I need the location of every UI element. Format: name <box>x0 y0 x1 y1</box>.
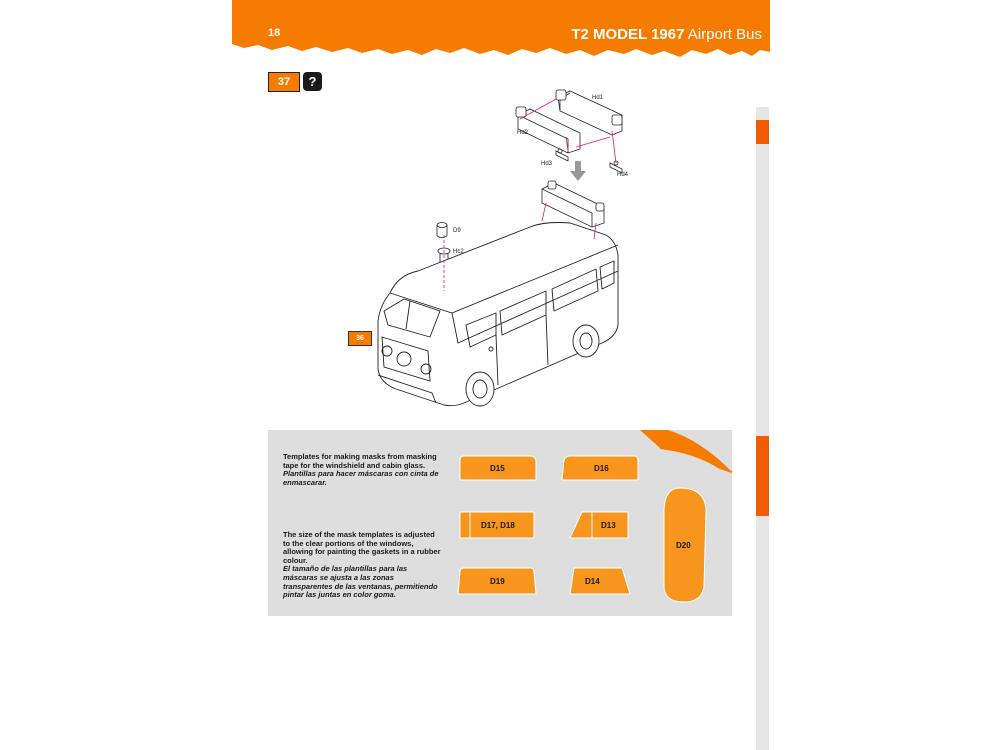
label-d17-d18: D17, D18 <box>481 521 515 530</box>
title-variant: Airport Bus <box>687 26 762 43</box>
template-d15 <box>459 455 537 481</box>
template-d20 <box>663 487 707 603</box>
mask-text-en-1: Templates for making masks from masking … <box>283 452 437 470</box>
label-d16: D16 <box>594 464 609 473</box>
section-tab-bottom <box>756 436 769 516</box>
mask-template-shapes <box>457 455 707 603</box>
panel-corner-curl <box>640 430 733 473</box>
assembly-guides <box>443 98 617 291</box>
roof-rack-assembled <box>541 180 605 228</box>
template-d13 <box>569 511 629 539</box>
help-icon[interactable]: ? <box>303 72 322 91</box>
roof-rack-part-hd3 <box>555 148 569 162</box>
label-hd4: Hd4 <box>617 172 629 178</box>
label-hc2: Hc2 <box>453 249 464 255</box>
label-hd1: Hd1 <box>592 95 604 101</box>
header-brush-stroke <box>232 0 770 57</box>
header-band <box>232 0 770 64</box>
label-hd2: Hd2 <box>517 130 529 136</box>
roof-rack-part-hd4 <box>609 160 623 174</box>
mask-instructions-2: The size of the mask templates is adjust… <box>283 530 443 600</box>
label-d9: D9 <box>453 228 461 234</box>
van-body <box>377 222 619 407</box>
template-d17-d18 <box>459 511 535 539</box>
roof-rack-part-hd1 <box>555 89 623 136</box>
label-d20: D20 <box>676 541 691 550</box>
label-d15: D15 <box>490 464 505 473</box>
assembly-diagram <box>377 89 623 407</box>
page-title: T2 MODEL 1967 Airport Bus <box>571 26 762 43</box>
mask-instructions-1: Templates for making masks from masking … <box>283 452 443 487</box>
label-hd3: Hd3 <box>541 161 553 167</box>
step-number-badge: 37 <box>268 72 300 92</box>
label-d19: D19 <box>490 577 505 586</box>
mask-text-es-2: El tamaño de las plantillas para las más… <box>283 564 438 600</box>
section-tab-top <box>756 120 769 144</box>
template-d19 <box>457 567 537 595</box>
label-d13: D13 <box>601 521 616 530</box>
title-model: T2 MODEL 1967 <box>571 26 685 43</box>
mask-text-es-1: Plantillas para hacer máscaras con cinta… <box>283 469 439 487</box>
page-edge-sidebar <box>756 107 769 750</box>
label-d14: D14 <box>585 577 600 586</box>
template-d14 <box>569 567 631 595</box>
down-arrow-icon <box>570 161 586 181</box>
page-number: 18 <box>268 27 281 39</box>
mask-text-en-2: The size of the mask templates is adjust… <box>283 530 441 565</box>
reference-step-badge: 36 <box>348 331 372 346</box>
template-d16 <box>561 455 639 481</box>
